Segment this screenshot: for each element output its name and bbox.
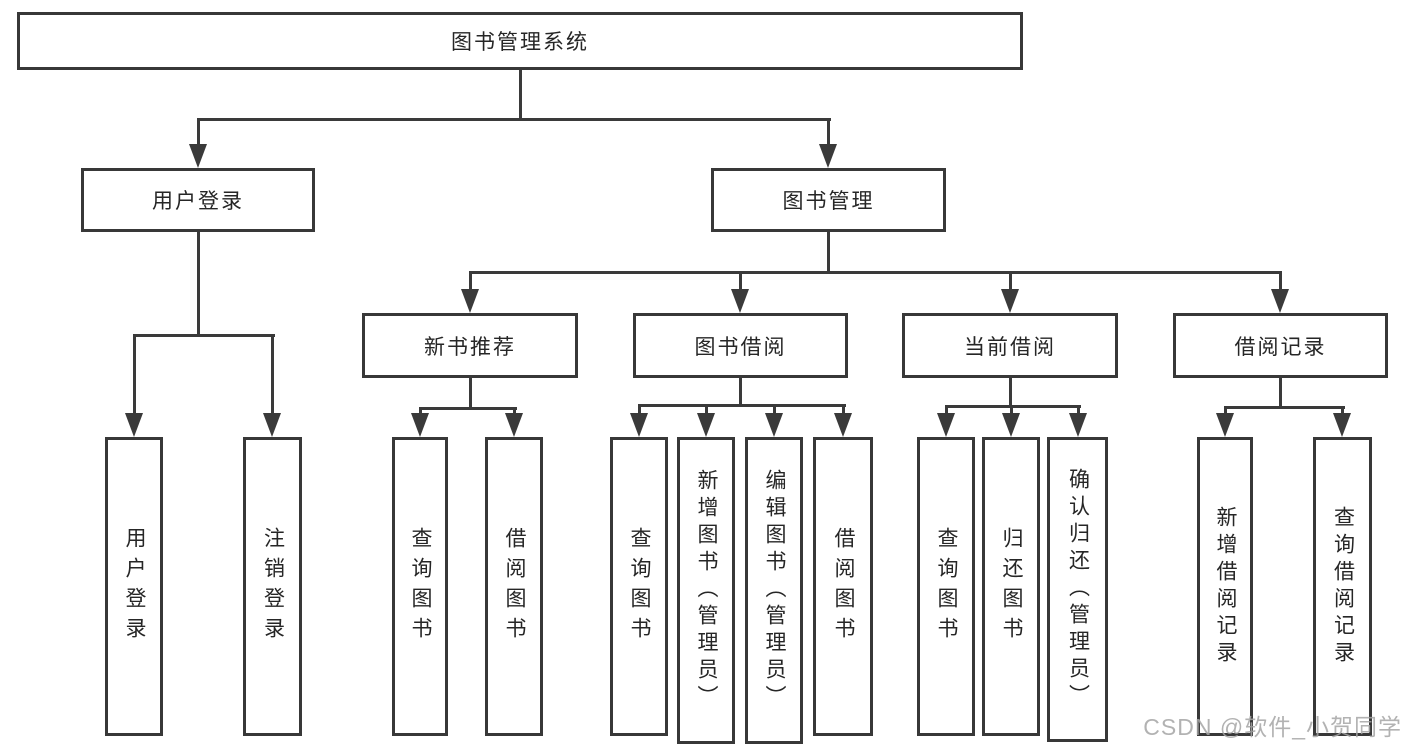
connector-drop-user-login bbox=[197, 118, 200, 148]
leaf-borrow-books-rec: 借阅图书 bbox=[485, 437, 543, 736]
connector-drop-borrow bbox=[739, 271, 742, 293]
connector-drop-current bbox=[1009, 271, 1012, 293]
node-book-borrow-label: 图书借阅 bbox=[694, 335, 787, 359]
node-new-book-rec: 新书推荐 bbox=[362, 313, 578, 378]
arrow-down-icon bbox=[765, 413, 783, 437]
connector-drop-leaf bbox=[419, 407, 422, 417]
connector-current-bar bbox=[945, 405, 1081, 408]
leaf-label: 借阅图书 bbox=[832, 526, 855, 647]
leaf-label: 确认归还（管理员） bbox=[1066, 468, 1090, 711]
leaf-borrow-books: 借阅图书 bbox=[813, 437, 873, 736]
leaf-label: 编辑图书（管理员） bbox=[763, 469, 786, 712]
leaf-label: 查询图书 bbox=[409, 526, 432, 647]
connector-drop-leaf bbox=[773, 404, 776, 417]
connector-book-mgmt-bar bbox=[469, 271, 1282, 274]
arrow-down-icon bbox=[731, 289, 749, 313]
arrow-down-icon bbox=[1069, 413, 1087, 437]
connector-drop-leaf bbox=[705, 404, 708, 417]
node-user-login: 用户登录 bbox=[81, 168, 315, 232]
connector-borrow-bar bbox=[638, 404, 846, 407]
connector-user-login-stem bbox=[197, 231, 200, 337]
arrow-down-icon bbox=[1271, 289, 1289, 313]
connector-record-stem bbox=[1279, 377, 1282, 409]
connector-drop-leaf bbox=[1224, 406, 1227, 417]
arrow-down-icon bbox=[1216, 413, 1234, 437]
leaf-edit-books-admin: 编辑图书（管理员） bbox=[745, 437, 803, 744]
node-book-borrow: 图书借阅 bbox=[633, 313, 848, 378]
connector-record-bar bbox=[1224, 406, 1345, 409]
node-root: 图书管理系统 bbox=[17, 12, 1023, 70]
leaf-user-login: 用户登录 bbox=[105, 437, 163, 736]
arrow-down-icon bbox=[1001, 289, 1019, 313]
arrow-down-icon bbox=[461, 289, 479, 313]
leaf-add-books-admin: 新增图书（管理员） bbox=[677, 437, 735, 744]
leaf-label: 查询借阅记录 bbox=[1331, 505, 1355, 668]
leaf-query-books-rec: 查询图书 bbox=[392, 437, 448, 736]
node-book-mgmt: 图书管理 bbox=[711, 168, 946, 232]
leaf-confirm-return-admin: 确认归还（管理员） bbox=[1047, 437, 1108, 742]
connector-root-stem bbox=[519, 69, 522, 120]
arrow-down-icon bbox=[630, 413, 648, 437]
arrow-down-icon bbox=[189, 144, 207, 168]
leaf-label: 新增图书（管理员） bbox=[695, 469, 718, 712]
connector-drop-leaf bbox=[271, 334, 274, 416]
arrow-down-icon bbox=[819, 144, 837, 168]
arrow-down-icon bbox=[411, 413, 429, 437]
arrow-down-icon bbox=[125, 413, 143, 437]
connector-book-mgmt-stem bbox=[827, 231, 830, 274]
connector-drop-leaf bbox=[1077, 405, 1080, 417]
connector-drop-new-rec bbox=[469, 271, 472, 293]
connector-borrow-stem bbox=[739, 377, 742, 407]
arrow-down-icon bbox=[505, 413, 523, 437]
connector-drop-book-mgmt bbox=[827, 118, 830, 148]
node-book-mgmt-label: 图书管理 bbox=[782, 190, 875, 213]
leaf-label: 借阅图书 bbox=[503, 526, 526, 647]
node-current-borrow: 当前借阅 bbox=[902, 313, 1118, 378]
connector-new-rec-bar bbox=[419, 407, 517, 410]
node-current-borrow-label: 当前借阅 bbox=[964, 335, 1056, 359]
arrow-down-icon bbox=[1002, 413, 1020, 437]
leaf-query-books-current: 查询图书 bbox=[917, 437, 975, 736]
arrow-down-icon bbox=[263, 413, 281, 437]
leaf-add-borrow-record: 新增借阅记录 bbox=[1197, 437, 1253, 736]
connector-drop-leaf bbox=[945, 405, 948, 417]
connector-drop-leaf bbox=[133, 334, 136, 416]
leaf-label: 新增借阅记录 bbox=[1214, 505, 1237, 668]
connector-drop-leaf bbox=[1010, 405, 1013, 417]
connector-drop-leaf bbox=[638, 404, 641, 417]
node-borrow-record: 借阅记录 bbox=[1173, 313, 1388, 378]
connector-drop-record bbox=[1279, 271, 1282, 293]
arrow-down-icon bbox=[1333, 413, 1351, 437]
node-root-label: 图书管理系统 bbox=[451, 31, 589, 54]
connector-drop-leaf bbox=[513, 407, 516, 417]
connector-drop-leaf bbox=[842, 404, 845, 417]
connector-root-bar bbox=[197, 118, 831, 121]
node-new-book-rec-label: 新书推荐 bbox=[424, 335, 516, 359]
node-user-login-label: 用户登录 bbox=[152, 190, 244, 213]
csdn-watermark: CSDN @软件_小贺同学 bbox=[1143, 714, 1402, 740]
connector-new-rec-stem bbox=[469, 377, 472, 410]
connector-drop-leaf bbox=[1341, 406, 1344, 417]
leaf-label: 用户登录 bbox=[123, 526, 146, 647]
leaf-label: 注销登录 bbox=[261, 526, 285, 647]
leaf-logout: 注销登录 bbox=[243, 437, 302, 736]
arrow-down-icon bbox=[834, 413, 852, 437]
leaf-return-books: 归还图书 bbox=[982, 437, 1040, 736]
connector-current-stem bbox=[1009, 377, 1012, 408]
arrow-down-icon bbox=[697, 413, 715, 437]
leaf-query-books-borrow: 查询图书 bbox=[610, 437, 668, 736]
connector-user-login-bar bbox=[133, 334, 275, 337]
leaf-query-borrow-record: 查询借阅记录 bbox=[1313, 437, 1372, 736]
leaf-label: 查询图书 bbox=[935, 526, 958, 647]
node-borrow-record-label: 借阅记录 bbox=[1234, 335, 1327, 359]
leaf-label: 查询图书 bbox=[628, 526, 651, 647]
arrow-down-icon bbox=[937, 413, 955, 437]
leaf-label: 归还图书 bbox=[1000, 526, 1023, 647]
